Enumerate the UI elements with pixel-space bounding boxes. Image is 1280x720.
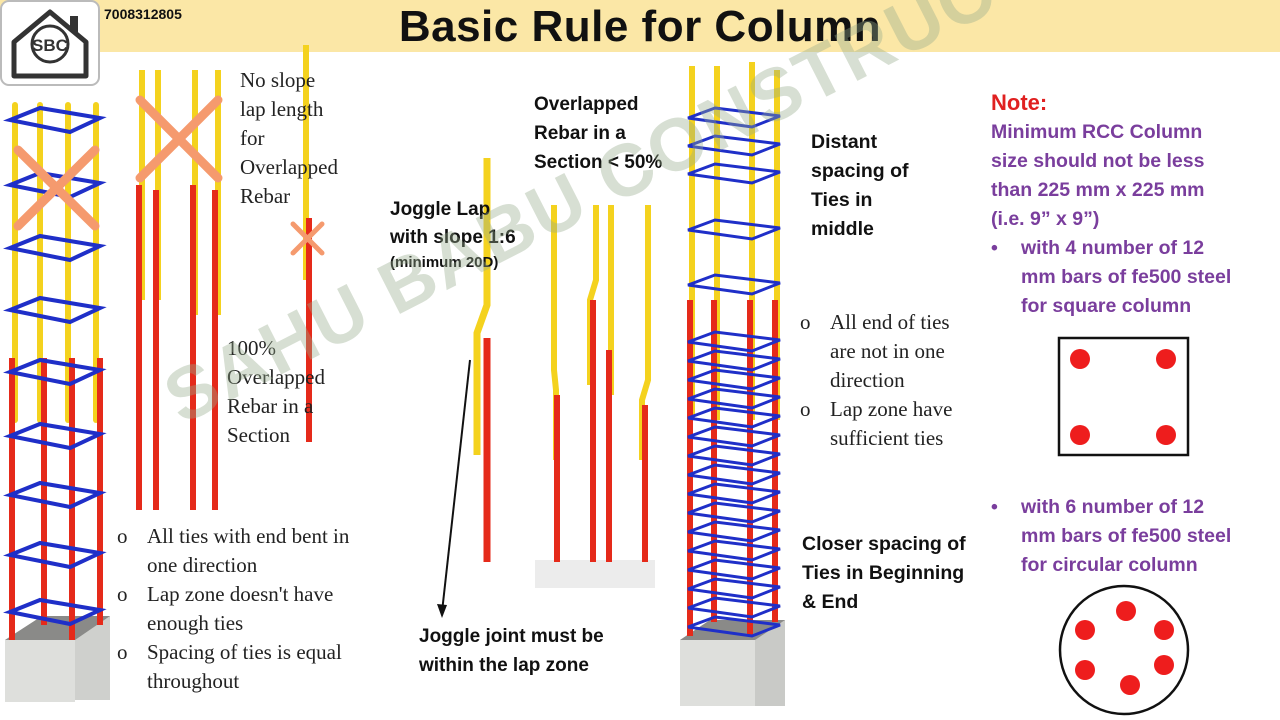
tie: [687, 463, 781, 486]
logo: SBC: [0, 0, 100, 86]
tie: [687, 106, 781, 129]
wrong-column-cage: [3, 102, 110, 702]
phone-number: 7008312805: [104, 6, 182, 22]
tie: [687, 558, 781, 581]
tie: [687, 273, 781, 296]
note-title: Note:: [991, 90, 1048, 115]
partial-overlap-label: Overlapped Rebar in a Section < 50%: [534, 94, 663, 173]
page-title: Basic Rule for Column: [398, 2, 882, 51]
tie: [687, 539, 781, 562]
tie: [687, 615, 781, 638]
single-lap-bar: [290, 45, 325, 442]
tie: [687, 387, 781, 410]
tie: [687, 218, 781, 241]
distant-spacing-label: Distant spacing of Ties in middle: [811, 131, 909, 240]
logo-text: SBC: [32, 36, 68, 55]
tie: [687, 520, 781, 543]
tie: [687, 162, 781, 185]
tie: [687, 134, 781, 157]
note-text: Minimum RCC Column size should not be le…: [991, 118, 1231, 321]
tie: [687, 501, 781, 524]
tie: [687, 330, 781, 353]
circular-section: [1058, 584, 1190, 716]
straight-lap-bars: [135, 70, 223, 510]
tie: [687, 482, 781, 505]
square-section: [1057, 336, 1190, 457]
joggle-label: Joggle Lap with slope 1:6 (minimum 20D): [390, 199, 516, 271]
header-bar: [0, 0, 1280, 52]
tie: [687, 596, 781, 619]
tie: [687, 349, 781, 372]
correct-column-cage: [680, 62, 785, 706]
tie: [687, 577, 781, 600]
tie: [687, 444, 781, 467]
tie: [687, 368, 781, 391]
joggle-joint-note: Joggle joint must be within the lap zone: [419, 626, 604, 676]
joggle-bar: [437, 158, 491, 618]
tie: [687, 406, 781, 429]
callout-no-slope: No slope lap length for Overlapped Rebar: [240, 68, 338, 208]
tie: [687, 425, 781, 448]
callout-full-overlap: 100% Overlapped Rebar in a Section: [227, 336, 325, 447]
partial-lap-bars: [535, 205, 655, 588]
closer-spacing-label: Closer spacing of Ties in Beginning & En…: [802, 533, 966, 613]
